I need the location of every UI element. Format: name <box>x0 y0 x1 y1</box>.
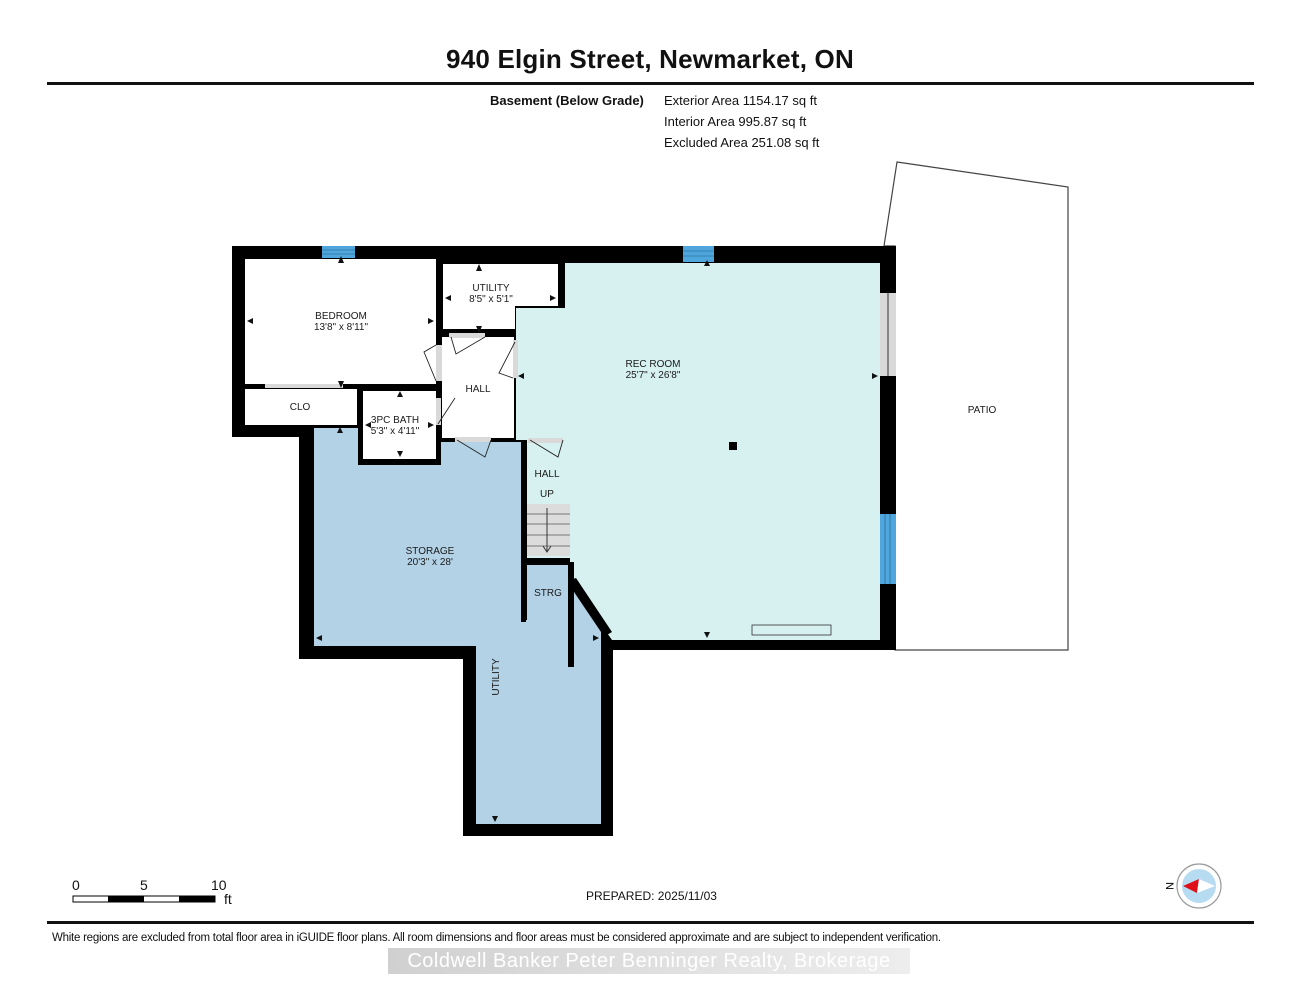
room-label-closet: CLO <box>290 402 311 413</box>
room-label-bath: 3PC BATH <box>371 415 419 426</box>
footer-divider <box>47 921 1254 924</box>
window <box>880 514 896 584</box>
room-dims-bath: 5'3" x 4'11" <box>371 426 420 437</box>
brokerage-watermark: Coldwell Banker Peter Benninger Realty, … <box>388 948 910 974</box>
dimension-markers <box>247 256 878 822</box>
room-label-hall: HALL <box>465 384 490 395</box>
room-label-utility-lower: UTILITY <box>491 658 502 696</box>
closet-floor <box>245 389 357 425</box>
room-label-utility: UTILITY <box>472 283 510 294</box>
prepared-date: PREPARED: 2025/11/03 <box>586 889 717 903</box>
scale-label-10: 10 <box>211 877 227 893</box>
disclaimer: White regions are excluded from total fl… <box>52 932 941 944</box>
level-label: Basement (Below Grade) <box>490 93 644 108</box>
page-title: 940 Elgin Street, Newmarket, ON <box>446 44 854 74</box>
stairs-up-label: UP <box>540 489 554 500</box>
room-label-strg: STRG <box>534 588 562 599</box>
utility-floor <box>443 264 558 329</box>
sliding-door <box>880 293 896 376</box>
room-label-storage: STORAGE <box>406 546 455 557</box>
strg-floor <box>527 565 570 621</box>
room-dims-utility: 8'5" x 5'1" <box>469 294 513 305</box>
interior-area: Interior Area 995.87 sq ft <box>664 114 807 129</box>
bath-floor <box>363 391 436 459</box>
room-dims-bedroom: 13'8" x 8'11" <box>314 322 369 333</box>
room-dims-rec-room: 25'7" x 26'8" <box>626 370 681 381</box>
door-swings <box>423 333 564 458</box>
scale-label-0: 0 <box>72 877 80 893</box>
hall-floor <box>442 337 514 438</box>
scale-label-5: 5 <box>140 877 148 893</box>
storage-floor <box>314 428 601 824</box>
room-label-stair-hall: HALL <box>534 469 559 480</box>
room-label-bedroom: BEDROOM <box>315 311 367 322</box>
room-label-patio: PATIO <box>968 405 997 416</box>
closet-door <box>265 384 343 388</box>
header-divider <box>47 82 1254 85</box>
window <box>322 246 355 258</box>
stairs <box>527 504 570 556</box>
support-post <box>729 442 737 450</box>
exterior-area: Exterior Area 1154.17 sq ft <box>664 93 817 108</box>
rec-room-floor <box>516 263 880 640</box>
window <box>683 246 714 262</box>
scale-unit: ft <box>224 891 232 907</box>
compass-north-label: N <box>1163 882 1175 890</box>
compass-icon <box>1176 863 1222 909</box>
bedroom-floor <box>245 259 436 384</box>
room-dims-storage: 20'3" x 28' <box>407 557 453 568</box>
room-label-rec-room: REC ROOM <box>626 359 681 370</box>
excluded-area: Excluded Area 251.08 sq ft <box>664 135 820 150</box>
scale-bar <box>72 895 216 903</box>
